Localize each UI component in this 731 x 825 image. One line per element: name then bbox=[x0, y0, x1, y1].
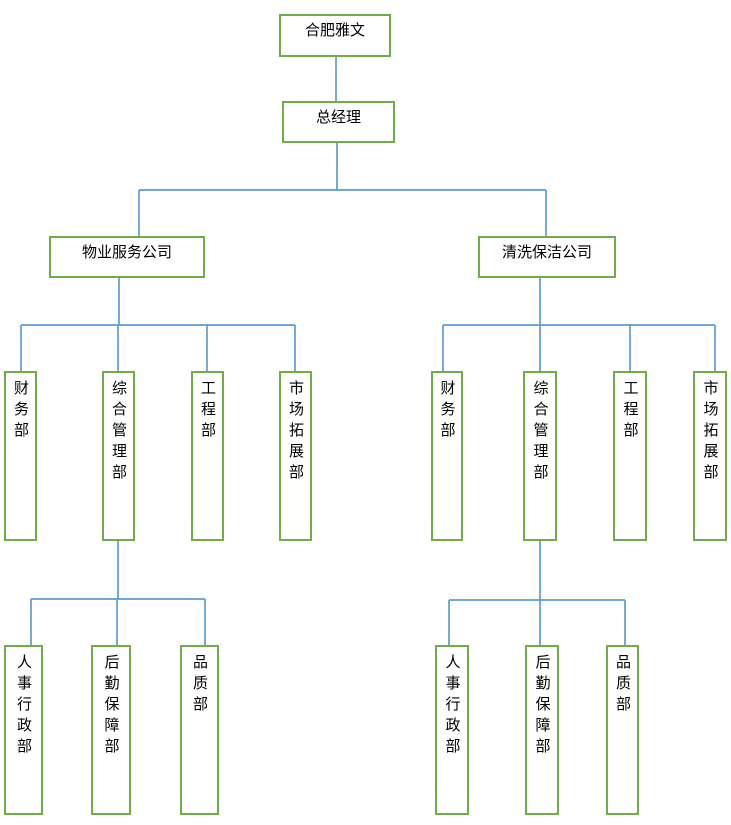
node-property-services-company-label: 物业服务公司 bbox=[81, 244, 172, 261]
node-engineering-dept-left-label: 工程部 bbox=[199, 380, 216, 443]
node-general-admin-dept-right-label: 综合管理部 bbox=[531, 380, 549, 485]
node-finance-dept-left-label: 财务部 bbox=[12, 380, 29, 443]
node-quality-dept-right: 品质部 bbox=[606, 645, 639, 815]
node-general-admin-dept-left: 综合管理部 bbox=[102, 371, 135, 541]
node-quality-dept-right-label: 品质部 bbox=[614, 654, 631, 717]
node-hr-admin-dept-right-label: 人事行政部 bbox=[443, 654, 461, 759]
node-finance-dept-left: 财务部 bbox=[4, 371, 37, 541]
node-hefei-yawen: 合肥雅文 bbox=[279, 14, 391, 57]
node-logistics-support-dept-left-label: 后勤保障部 bbox=[102, 654, 120, 759]
node-logistics-support-dept-right-label: 后勤保障部 bbox=[533, 654, 551, 759]
node-cleaning-company: 清洗保洁公司 bbox=[478, 236, 616, 278]
node-general-admin-dept-right: 综合管理部 bbox=[523, 371, 557, 541]
node-hefei-yawen-label: 合肥雅文 bbox=[304, 22, 365, 39]
node-finance-dept-right: 财务部 bbox=[431, 371, 463, 541]
node-hr-admin-dept-left-label: 人事行政部 bbox=[15, 654, 32, 759]
node-hr-admin-dept-right: 人事行政部 bbox=[435, 645, 469, 815]
node-quality-dept-left-label: 品质部 bbox=[191, 654, 208, 717]
node-market-expansion-dept-left: 市场拓展部 bbox=[279, 371, 312, 541]
node-finance-dept-right-label: 财务部 bbox=[438, 380, 456, 443]
node-market-expansion-dept-right-label: 市场拓展部 bbox=[701, 380, 719, 485]
node-cleaning-company-label: 清洗保洁公司 bbox=[501, 244, 592, 261]
node-hr-admin-dept-left: 人事行政部 bbox=[4, 645, 43, 815]
node-market-expansion-dept-left-label: 市场拓展部 bbox=[287, 380, 304, 485]
node-general-admin-dept-left-label: 综合管理部 bbox=[110, 380, 127, 485]
node-engineering-dept-right-label: 工程部 bbox=[621, 380, 639, 443]
node-logistics-support-dept-left: 后勤保障部 bbox=[91, 645, 131, 815]
node-engineering-dept-left: 工程部 bbox=[191, 371, 224, 541]
node-engineering-dept-right: 工程部 bbox=[613, 371, 647, 541]
node-logistics-support-dept-right: 后勤保障部 bbox=[525, 645, 559, 815]
node-general-manager-label: 总经理 bbox=[315, 109, 361, 126]
node-quality-dept-left: 品质部 bbox=[180, 645, 219, 815]
node-property-services-company: 物业服务公司 bbox=[49, 236, 205, 278]
node-market-expansion-dept-right: 市场拓展部 bbox=[693, 371, 727, 541]
node-general-manager: 总经理 bbox=[282, 101, 395, 143]
